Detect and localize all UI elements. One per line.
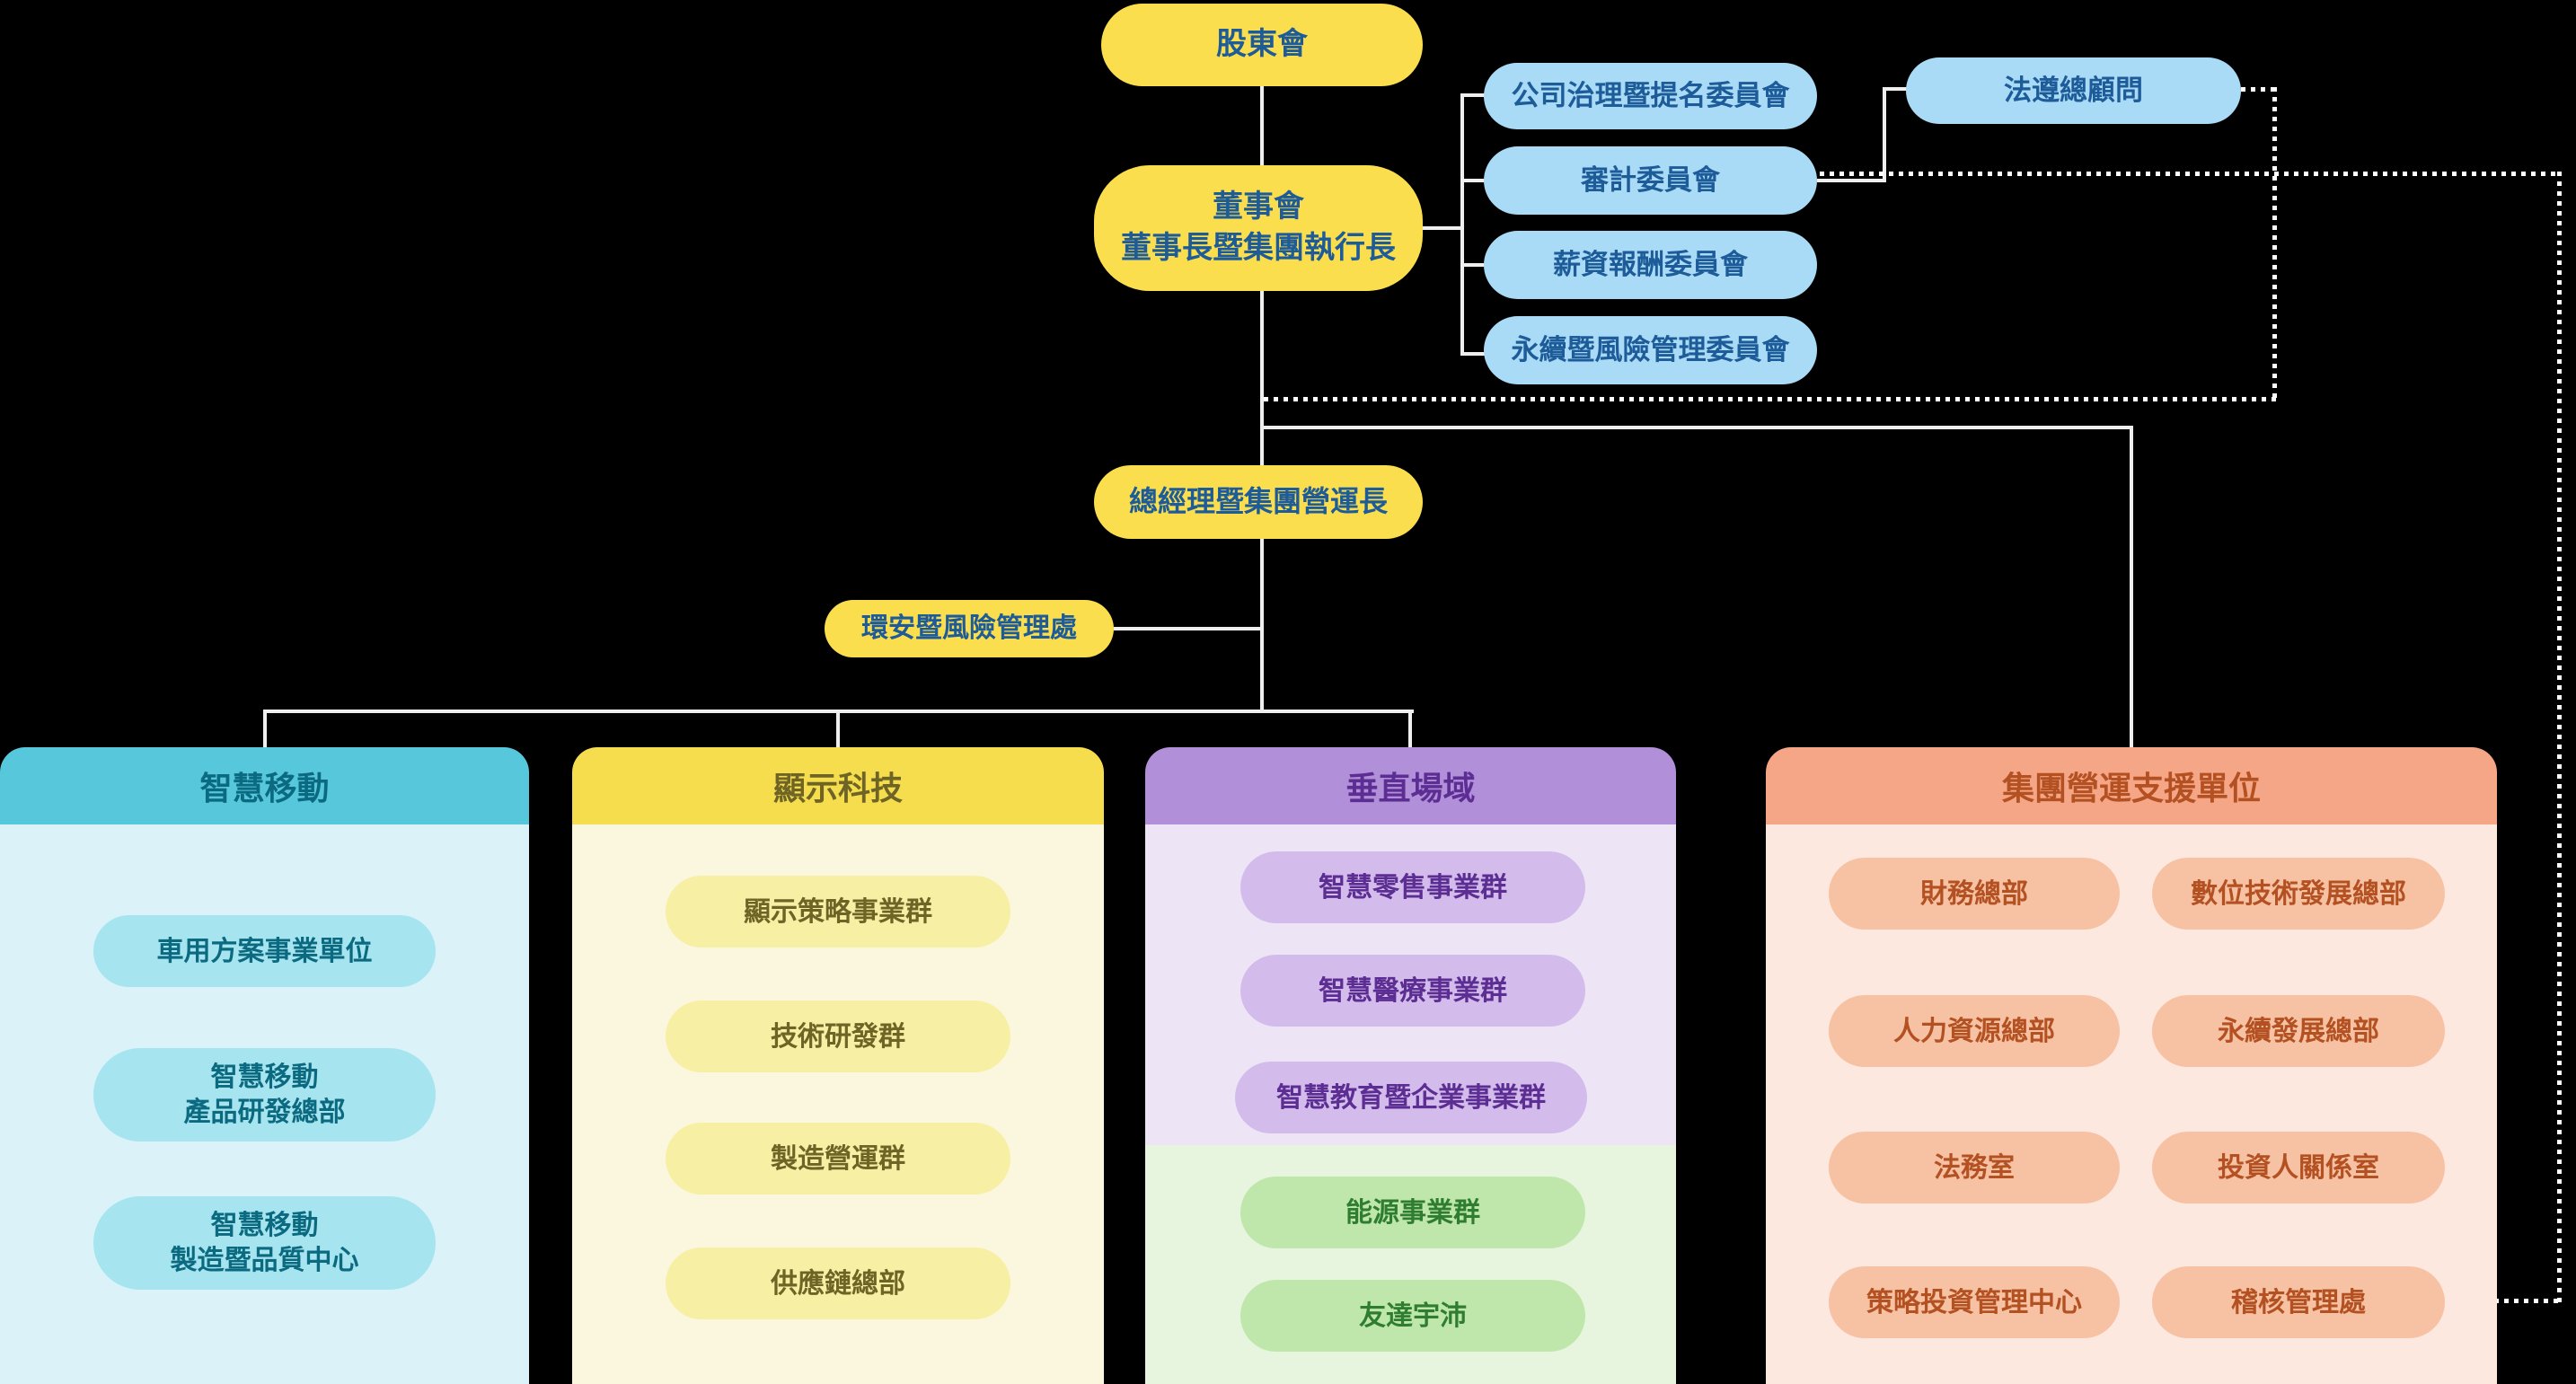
unit-internal-audit-division: 稽核管理處 [2152, 1266, 2445, 1338]
unit-investor-relations-office: 投資人關係室 [2152, 1132, 2445, 1203]
connector-board-committees [1423, 226, 1462, 230]
column-header-group-support-units: 集團營運支援單位 [1766, 747, 2497, 824]
committee-bracket [1460, 95, 1464, 356]
unit-sustainability-hq: 永續發展總部 [2152, 995, 2445, 1067]
unit-manufacturing-ops-group: 製造營運群 [666, 1123, 1010, 1194]
unit-display-strategy-bg: 顯示策略事業群 [666, 876, 1010, 948]
node-committee-audit: 審計委員會 [1484, 146, 1817, 215]
dotted-compliance-right [2241, 87, 2277, 92]
node-board: 董事會 董事長暨集團執行長 [1094, 165, 1423, 291]
committee-stub-4 [1460, 352, 1487, 356]
connector-board-support-h [1262, 426, 2133, 429]
node-president-coo: 總經理暨集團營運長 [1094, 465, 1423, 539]
connector-compliance-v [1883, 87, 1886, 181]
unit-technology-rd-group: 技術研發群 [666, 1001, 1010, 1072]
column-header-display-technology: 顯示科技 [572, 747, 1104, 824]
committee-stub-2 [1460, 179, 1487, 182]
unit-mobility-mfg-quality-center: 智慧移動 製造暨品質中心 [93, 1196, 436, 1290]
dotted-compliance-down [2272, 87, 2277, 401]
unit-finance-hq: 財務總部 [1829, 858, 2120, 930]
connector-shareholders-board [1260, 86, 1264, 167]
unit-supply-chain-hq: 供應鏈總部 [666, 1247, 1010, 1319]
connector-audit-compliance [1817, 179, 1886, 182]
column-header-smart-mobility: 智慧移動 [0, 747, 529, 824]
node-committee-compensation: 薪資報酬委員會 [1484, 231, 1817, 299]
dotted-audit-down [2557, 172, 2562, 1303]
unit-automotive-solutions-bu: 車用方案事業單位 [93, 915, 436, 987]
node-committee-sustainability-risk: 永續暨風險管理委員會 [1484, 316, 1817, 384]
column-group-support-units: 集團營運支援單位 財務總部 人力資源總部 法務室 策略投資管理中心 數位技術發展… [1766, 747, 2497, 1384]
dotted-audit-right [1820, 172, 2562, 176]
node-shareholders: 股東會 [1101, 4, 1423, 86]
unit-energy-bg: 能源事業群 [1240, 1177, 1585, 1248]
rail-stub-vertical [1408, 710, 1412, 749]
rail-stub-display [836, 710, 840, 749]
unit-smart-education-enterprise-bg: 智慧教育暨企業事業群 [1235, 1062, 1587, 1133]
unit-smart-medical-bg: 智慧醫療事業群 [1240, 955, 1585, 1027]
unit-mobility-product-rd-hq: 智慧移動 產品研發總部 [93, 1048, 436, 1142]
dotted-audit-to-internal-audit [2445, 1299, 2562, 1303]
node-chief-compliance-counsel: 法遵總顧問 [1906, 57, 2241, 124]
connector-compliance-h [1883, 87, 1908, 91]
unit-legal-office: 法務室 [1829, 1132, 2120, 1203]
unit-digital-technology-hq: 數位技術發展總部 [2152, 858, 2445, 930]
unit-auo-envirotech: 友達宇沛 [1240, 1280, 1585, 1352]
unit-hr-hq: 人力資源總部 [1829, 995, 2120, 1067]
node-ehs-risk-division: 環安暨風險管理處 [825, 600, 1114, 657]
connector-board-support-v [2130, 426, 2133, 749]
node-committee-governance-nomination: 公司治理暨提名委員會 [1484, 63, 1817, 129]
unit-strategic-investment-center: 策略投資管理中心 [1829, 1266, 2120, 1338]
unit-smart-retail-bg: 智慧零售事業群 [1240, 851, 1585, 923]
committee-stub-1 [1460, 93, 1487, 97]
column-vertical-domains: 垂直場域 智慧零售事業群 智慧醫療事業群 智慧教育暨企業事業群 能源事業群 友達… [1145, 747, 1676, 1384]
rail-stub-mobility [263, 710, 267, 749]
committee-stub-3 [1460, 263, 1487, 267]
column-display-technology: 顯示科技 顯示策略事業群 技術研發群 製造營運群 供應鏈總部 [572, 747, 1104, 1384]
column-smart-mobility: 智慧移動 車用方案事業單位 智慧移動 產品研發總部 智慧移動 製造暨品質中心 [0, 747, 529, 1384]
dotted-compliance-to-board [1264, 397, 2277, 401]
column-header-vertical-domains: 垂直場域 [1145, 747, 1676, 824]
connector-ehs [1114, 627, 1262, 630]
